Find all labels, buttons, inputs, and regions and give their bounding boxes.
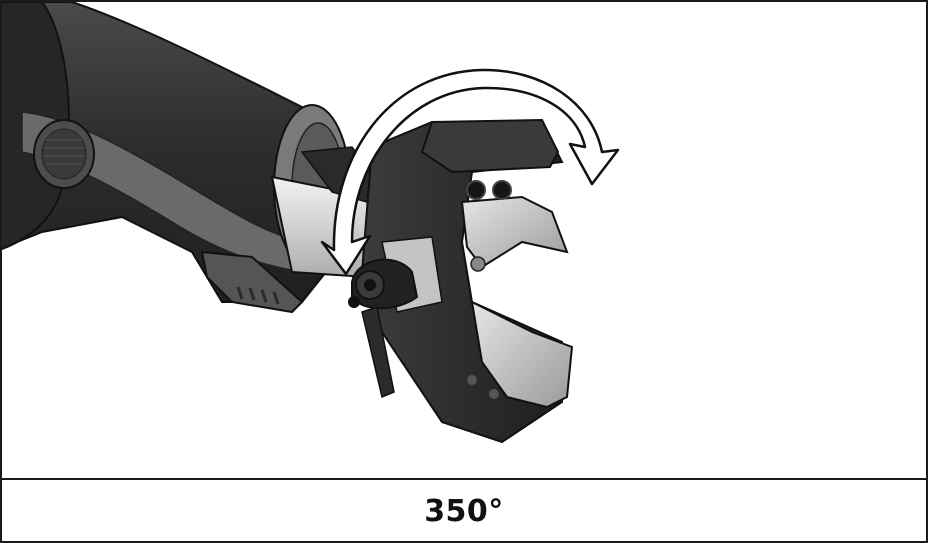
tool-illustration (2, 2, 620, 444)
caption-panel: 350° (2, 480, 926, 543)
illustration-panel (2, 2, 926, 480)
rotation-angle-label: 350° (424, 494, 504, 529)
rotation-arrow-icon (320, 68, 620, 276)
locking-knob (348, 258, 419, 399)
cutting-head (360, 118, 574, 444)
